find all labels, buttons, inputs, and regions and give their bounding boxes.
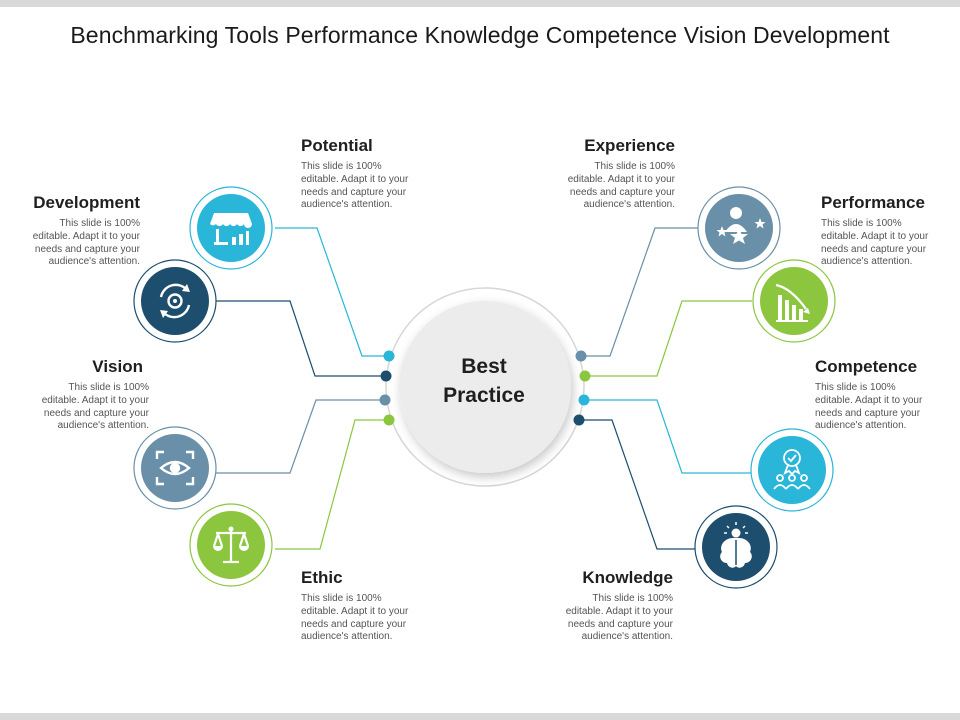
experience-desc: This slide is 100% editable. Adapt it to… bbox=[567, 161, 675, 211]
ethic-node bbox=[189, 503, 273, 587]
connector-vision bbox=[214, 399, 385, 474]
connector-lines bbox=[214, 227, 752, 550]
performance-title: Performance bbox=[821, 193, 925, 212]
hub-label-line2: Practice bbox=[443, 384, 525, 407]
knowledge-block: Knowledge This slide is 100% editable. A… bbox=[538, 568, 673, 644]
connector-performance bbox=[585, 300, 752, 377]
eye-focus-icon bbox=[155, 450, 195, 486]
connector-experience bbox=[581, 227, 700, 357]
development-title: Development bbox=[33, 193, 140, 212]
development-desc: This slide is 100% editable. Adapt it to… bbox=[32, 218, 140, 268]
competence-block: Competence This slide is 100% editable. … bbox=[815, 357, 950, 433]
hub-center-circle bbox=[399, 301, 571, 473]
hub-label: Best Practice bbox=[414, 352, 554, 410]
connector-competence bbox=[584, 399, 752, 474]
knowledge-title: Knowledge bbox=[582, 568, 673, 587]
dot-knowledge bbox=[573, 414, 585, 426]
top-border bbox=[0, 0, 960, 7]
award-team-icon bbox=[773, 449, 811, 490]
experience-block: Experience This slide is 100% editable. … bbox=[540, 136, 675, 212]
dot-performance bbox=[579, 370, 591, 382]
vision-desc: This slide is 100% editable. Adapt it to… bbox=[41, 382, 149, 432]
potential-node bbox=[189, 186, 273, 270]
connector-dots bbox=[379, 350, 591, 426]
performance-desc: This slide is 100% editable. Adapt it to… bbox=[821, 218, 929, 268]
performance-node bbox=[752, 259, 836, 343]
bar-chart-down-icon bbox=[776, 295, 810, 322]
ethic-block: Ethic This slide is 100% editable. Adapt… bbox=[301, 568, 436, 644]
vision-node bbox=[133, 426, 217, 510]
performance-block: Performance This slide is 100% editable.… bbox=[821, 193, 956, 269]
dot-experience bbox=[575, 350, 587, 362]
potential-title: Potential bbox=[301, 136, 373, 155]
connector-ethic bbox=[275, 419, 389, 550]
potential-desc: This slide is 100% editable. Adapt it to… bbox=[301, 161, 409, 211]
bottom-border bbox=[0, 713, 960, 720]
ethic-desc: This slide is 100% editable. Adapt it to… bbox=[301, 593, 409, 643]
connector-potential bbox=[275, 227, 389, 357]
competence-node bbox=[750, 428, 834, 512]
development-node bbox=[133, 259, 217, 343]
development-block: Development This slide is 100% editable.… bbox=[5, 193, 140, 269]
gear-cycle-icon bbox=[159, 283, 191, 319]
storefront-icon bbox=[210, 213, 252, 245]
knowledge-node bbox=[694, 505, 778, 589]
connector-knowledge bbox=[579, 419, 697, 550]
dot-competence bbox=[578, 394, 590, 406]
slide-title: Benchmarking Tools Performance Knowledge… bbox=[70, 22, 890, 48]
experience-node bbox=[697, 186, 781, 270]
vision-title: Vision bbox=[92, 357, 143, 376]
connector-development bbox=[214, 300, 386, 377]
dot-potential bbox=[383, 350, 395, 362]
dot-development bbox=[380, 370, 392, 382]
potential-block: Potential This slide is 100% editable. A… bbox=[301, 136, 436, 212]
vision-block: Vision This slide is 100% editable. Adap… bbox=[14, 357, 149, 433]
knowledge-desc: This slide is 100% editable. Adapt it to… bbox=[565, 593, 673, 643]
brain-idea-icon bbox=[720, 522, 752, 568]
scales-icon bbox=[212, 528, 250, 564]
experience-title: Experience bbox=[584, 136, 675, 155]
ethic-title: Ethic bbox=[301, 568, 343, 587]
competence-desc: This slide is 100% editable. Adapt it to… bbox=[815, 382, 923, 432]
dot-vision bbox=[379, 394, 391, 406]
dot-ethic bbox=[383, 414, 395, 426]
person-stars-icon bbox=[716, 207, 766, 244]
hub-label-line1: Best bbox=[461, 355, 507, 378]
competence-title: Competence bbox=[815, 357, 918, 376]
